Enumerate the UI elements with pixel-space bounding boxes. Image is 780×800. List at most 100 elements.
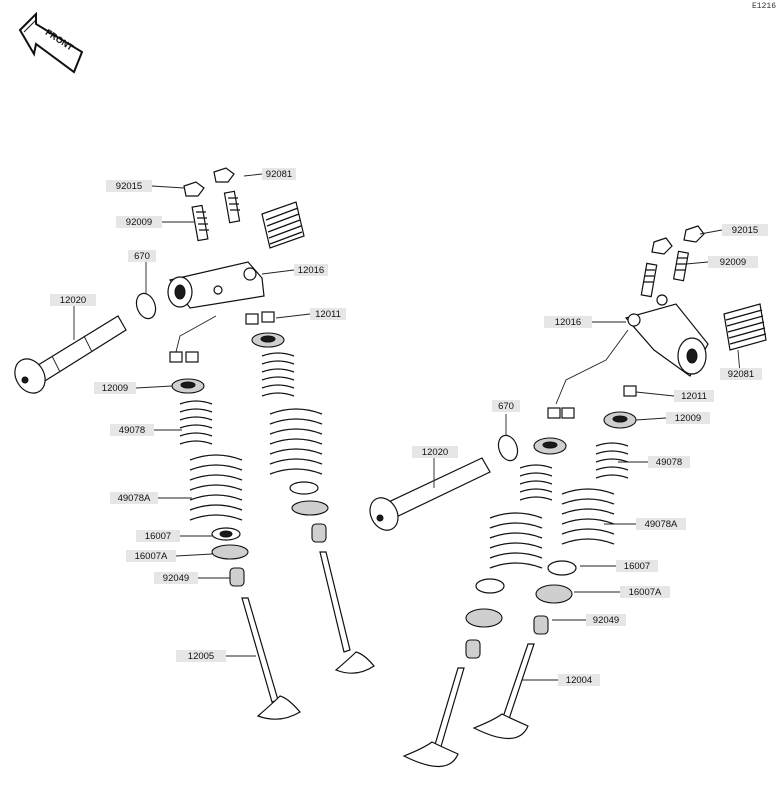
callout: 12016: [294, 264, 328, 276]
left-valve-assembly: [14, 167, 375, 720]
cotter-right-a: [547, 407, 561, 419]
callout: 12009: [94, 382, 136, 394]
svg-text:12011: 12011: [681, 391, 707, 402]
cotter-left-b: [245, 313, 259, 325]
o-ring-right: [497, 434, 519, 462]
inner-spring-right-b: [595, 442, 629, 479]
cam-chain-spring-right: [723, 303, 767, 351]
callout: 16007: [136, 530, 180, 542]
callout: 92081: [262, 168, 296, 180]
callout: 670: [492, 400, 520, 412]
callout: 49078: [110, 424, 154, 436]
diagram-code: E1216: [752, 2, 776, 11]
svg-text:12005: 12005: [188, 651, 214, 662]
inner-spring-right-a: [519, 464, 553, 501]
exhaust-valve-left-b: [319, 551, 375, 674]
svg-text:92009: 92009: [126, 217, 152, 228]
callout: 92081: [720, 368, 762, 380]
nut-left-b: [213, 167, 235, 183]
svg-text:12020: 12020: [422, 447, 448, 458]
callout: 16007A: [620, 586, 670, 598]
svg-text:92015: 92015: [732, 225, 758, 236]
svg-text:92049: 92049: [163, 573, 189, 584]
callout: 12020: [50, 294, 96, 306]
callout: 16007: [616, 560, 658, 572]
cotter-left-a: [169, 351, 183, 363]
screw-right-a: [640, 262, 658, 298]
callout: 49078A: [636, 518, 686, 530]
inner-spring-left-a: [179, 400, 213, 445]
callout: 12016: [544, 316, 592, 328]
outer-spring-left-a: [189, 454, 243, 521]
right-valve-assembly: [369, 225, 767, 768]
svg-text:49078A: 49078A: [118, 493, 151, 504]
screw-right-b: [672, 250, 690, 282]
spring-seat-right-a: [547, 560, 577, 576]
screw-left-b: [223, 190, 241, 224]
callout: 670: [128, 250, 156, 262]
callout: 49078A: [110, 492, 158, 504]
svg-text:92049: 92049: [593, 615, 619, 626]
callout: 12009: [666, 412, 710, 424]
callout: 12020: [412, 446, 458, 458]
stem-seal-left-a: [229, 567, 245, 587]
svg-text:16007: 16007: [145, 531, 171, 542]
callout: 16007A: [126, 550, 176, 562]
svg-text:16007A: 16007A: [135, 551, 168, 562]
svg-text:12016: 12016: [555, 317, 581, 328]
rocker-arm-right: [624, 294, 709, 377]
callout: 49078: [648, 456, 690, 468]
svg-text:12016: 12016: [298, 265, 324, 276]
cotter-right-b: [623, 385, 637, 397]
o-ring-left: [135, 292, 157, 320]
stem-seal-left-b: [311, 523, 327, 543]
intake-valve-right-a: [402, 667, 465, 768]
svg-text:670: 670: [134, 251, 150, 262]
svg-text:12004: 12004: [566, 675, 592, 686]
screw-left-a: [191, 204, 209, 242]
callout: 92009: [116, 216, 162, 228]
cam-chain-spring-left: [261, 201, 305, 249]
callout: 92049: [586, 614, 626, 626]
svg-text:12009: 12009: [102, 383, 128, 394]
exhaust-valve-left-a: [241, 597, 301, 720]
svg-text:49078: 49078: [119, 425, 145, 436]
svg-text:670: 670: [498, 401, 514, 412]
svg-text:16007A: 16007A: [629, 587, 662, 598]
svg-text:92009: 92009: [720, 257, 746, 268]
callout: 12011: [310, 308, 346, 320]
inner-spring-left-b: [261, 352, 295, 397]
callout-labels: 92015 92081 92009 670 12016 12020 12011 …: [50, 168, 768, 686]
nut-right-b: [683, 225, 705, 243]
rocker-arm-left: [167, 261, 265, 309]
spring-seat-left-b: [211, 544, 249, 560]
callout: 92015: [106, 180, 152, 192]
spring-seat-right-b: [535, 584, 573, 604]
nut-left-a: [183, 181, 205, 197]
outer-spring-right-b: [561, 488, 615, 545]
svg-text:92015: 92015: [116, 181, 142, 192]
svg-text:49078A: 49078A: [645, 519, 678, 530]
callout: 92015: [722, 224, 768, 236]
nut-right-a: [651, 237, 673, 255]
leader-lines: [73, 173, 741, 681]
outer-spring-left-b: [269, 408, 323, 475]
callout: 12004: [558, 674, 600, 686]
callout: 92009: [708, 256, 758, 268]
svg-text:92081: 92081: [728, 369, 754, 380]
outer-spring-right-a: [489, 512, 543, 569]
svg-text:16007: 16007: [624, 561, 650, 572]
callout: 92049: [154, 572, 198, 584]
callout: 12005: [176, 650, 226, 662]
intake-valve-right-b: [472, 643, 535, 740]
svg-text:92081: 92081: [266, 169, 292, 180]
rocker-shaft-right: [369, 457, 491, 531]
svg-text:49078: 49078: [656, 457, 682, 468]
rocker-shaft-left: [14, 315, 127, 394]
callout: 12011: [674, 390, 714, 402]
svg-text:12011: 12011: [315, 309, 341, 320]
front-arrow-icon: FRONT: [18, 11, 84, 74]
svg-text:12009: 12009: [675, 413, 701, 424]
stem-seal-right: [533, 615, 549, 635]
